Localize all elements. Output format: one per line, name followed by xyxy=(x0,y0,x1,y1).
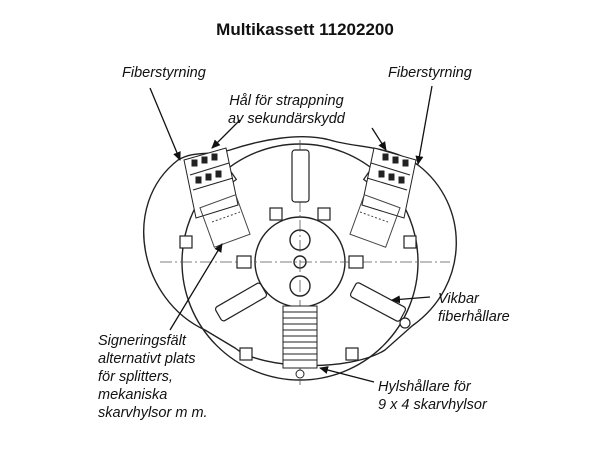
marking-area-left xyxy=(199,194,251,248)
clip-left xyxy=(236,255,252,269)
marking-area-right xyxy=(349,194,401,248)
sleeve-holder xyxy=(282,305,318,379)
clip-bottom-right xyxy=(345,347,359,361)
label-marking-area: Signeringsfält alternativt plats för spl… xyxy=(98,333,208,421)
arrow-fiber-guide-right xyxy=(415,85,433,165)
lower-left-fiber-slot xyxy=(214,282,268,322)
label-fiber-guide-right: Fiberstyrning xyxy=(388,65,472,81)
cassette-outline xyxy=(143,136,457,367)
fiber-guide-right-block xyxy=(361,147,417,219)
arrow-foldable-holder xyxy=(391,295,431,304)
page-title: Multikassett 11202200 xyxy=(216,20,394,39)
label-foldable-holder: Vikbar fiberhållare xyxy=(438,291,510,325)
arrow-fiber-guide-left xyxy=(149,87,181,161)
clip-upper-right xyxy=(317,207,331,221)
hinge-right xyxy=(399,317,411,329)
foldable-fiber-holder xyxy=(349,282,407,322)
clip-upper-left xyxy=(269,207,283,221)
clip-bottom-left xyxy=(239,347,253,361)
arrow-marking-area xyxy=(169,243,223,331)
arrow-sleeve-holder xyxy=(319,366,375,383)
arrow-strap-hole-right xyxy=(371,127,387,151)
clip-far-left xyxy=(179,235,193,249)
clip-far-right xyxy=(403,235,417,249)
arrow-strap-hole-left xyxy=(211,119,241,149)
label-sleeve-holder: Hylshållare för 9 x 4 skarvhylsor xyxy=(378,379,487,413)
clip-right xyxy=(348,255,364,269)
label-fiber-guide-left: Fiberstyrning xyxy=(122,65,206,81)
top-fiber-slot xyxy=(291,149,310,203)
label-strap-holes: Hål för strappning av sekundärskydd xyxy=(228,93,345,127)
fiber-guide-left-block xyxy=(183,147,239,219)
